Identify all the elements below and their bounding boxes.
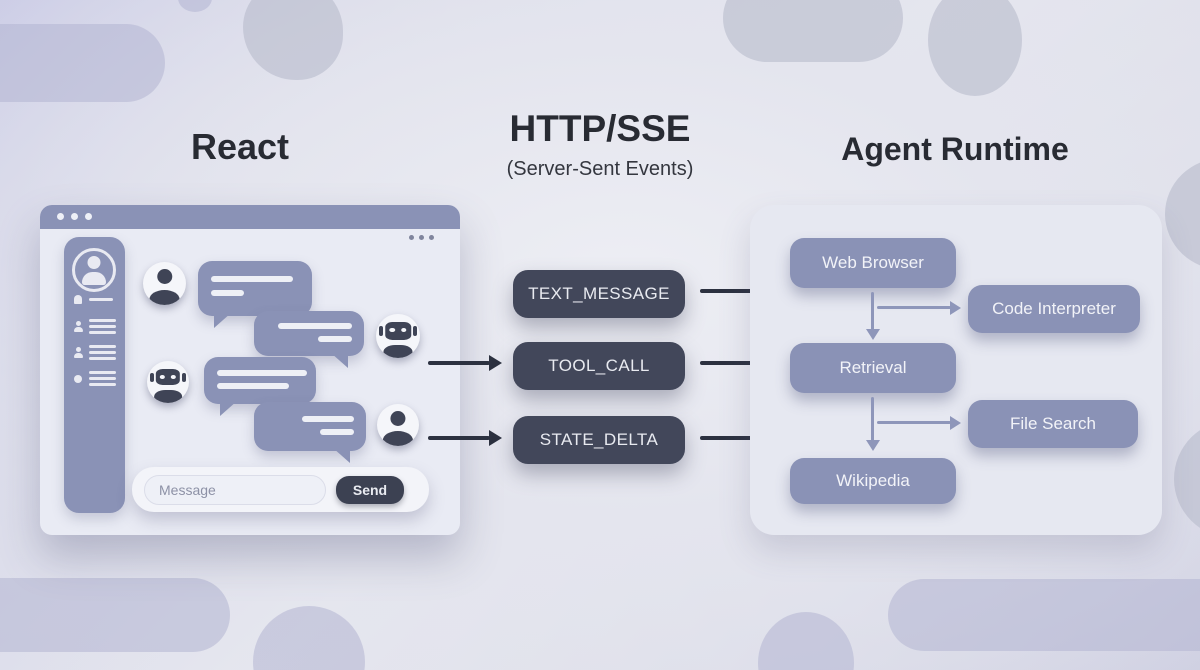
- event-pill-text-message: TEXT_MESSAGE: [513, 270, 685, 318]
- arrow-chat-to-tool-call: [428, 361, 490, 365]
- user-avatar-icon: [377, 404, 419, 446]
- node-retrieval: Retrieval: [790, 343, 956, 393]
- window-titlebar: [40, 205, 460, 229]
- person-icon: [73, 321, 83, 332]
- background-blob: [723, 0, 903, 62]
- sidebar-item[interactable]: [73, 371, 116, 386]
- arrow-chat-to-state-delta: [428, 436, 490, 440]
- sidebar-item[interactable]: [73, 319, 116, 334]
- message-bubble: [204, 357, 316, 416]
- arrow-to-file-search: [877, 421, 951, 424]
- background-blob: [0, 578, 230, 652]
- arrow-retrieval-to-wikipedia: [871, 397, 874, 441]
- background-blob: [888, 579, 1200, 651]
- arrow-to-code-interpreter: [877, 306, 951, 309]
- sidebar-item[interactable]: [73, 345, 116, 360]
- background-blob: [253, 606, 365, 670]
- agent-runtime-panel: Web Browser Code Interpreter Retrieval F…: [750, 205, 1162, 535]
- arrow-web-browser-to-retrieval: [871, 292, 874, 330]
- background-blob: [1174, 420, 1200, 538]
- message-bubble: [198, 261, 312, 328]
- background-blob: [758, 612, 854, 670]
- arrow-tool-call-to-runtime: [700, 361, 758, 365]
- background-blob: [243, 0, 343, 80]
- profile-avatar-icon: [72, 248, 116, 292]
- node-wikipedia: Wikipedia: [790, 458, 956, 504]
- http-sse-title: HTTP/SSE: [509, 108, 691, 149]
- message-input[interactable]: [144, 474, 326, 505]
- window-control-dots-icon[interactable]: [57, 213, 92, 220]
- message-bubble: [254, 402, 366, 463]
- agent-runtime-title: Agent Runtime: [841, 131, 1069, 167]
- background-blob: [178, 0, 212, 12]
- person-icon: [73, 347, 83, 358]
- send-button[interactable]: Send: [336, 475, 404, 504]
- sidebar-item[interactable]: [73, 295, 113, 304]
- background-blob: [1165, 158, 1200, 270]
- event-pill-state-delta: STATE_DELTA: [513, 416, 685, 464]
- node-code-interpreter: Code Interpreter: [968, 285, 1140, 333]
- background-blob: [928, 0, 1022, 96]
- chat-window: Send: [40, 205, 460, 535]
- node-web-browser: Web Browser: [790, 238, 956, 288]
- message-input-bar: Send: [132, 467, 429, 512]
- arrow-state-delta-to-runtime: [700, 436, 758, 440]
- more-options-icon[interactable]: [409, 235, 434, 240]
- http-sse-subtitle: (Server-Sent Events): [506, 158, 694, 180]
- chat-sidebar: [64, 237, 125, 513]
- node-file-search: File Search: [968, 400, 1138, 448]
- dot-icon: [73, 374, 83, 383]
- react-title: React: [190, 126, 290, 167]
- user-avatar-icon: [143, 262, 186, 305]
- bell-icon: [73, 295, 83, 304]
- robot-avatar-icon: [147, 361, 189, 403]
- message-bubble: [254, 311, 364, 368]
- background-blob: [0, 24, 165, 102]
- robot-avatar-icon: [376, 314, 420, 358]
- arrow-text-message-to-runtime: [700, 289, 758, 293]
- event-pill-tool-call: TOOL_CALL: [513, 342, 685, 390]
